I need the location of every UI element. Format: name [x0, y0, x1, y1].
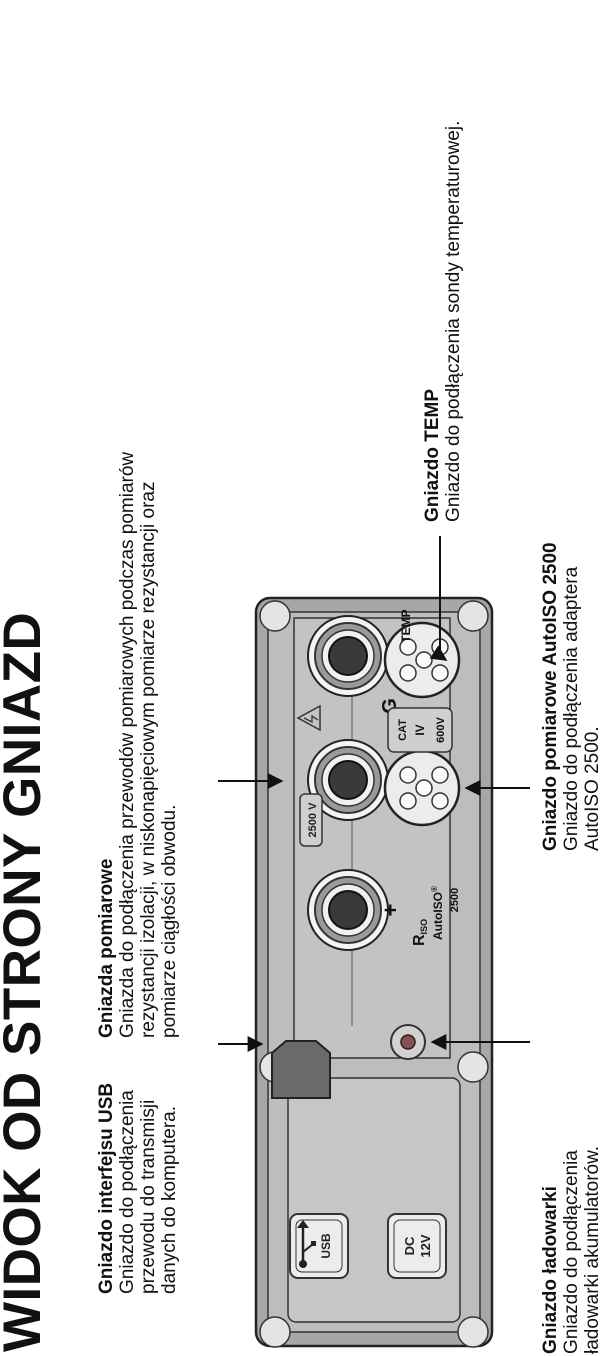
- cat-level: IV: [413, 724, 427, 735]
- plus-sign: +: [378, 904, 403, 917]
- usb-symbol-icon: [297, 1220, 316, 1268]
- screw-icon: [259, 1316, 291, 1348]
- autoiso-socket-value: 2500: [449, 888, 461, 912]
- dc-charger-jack: [390, 1024, 426, 1060]
- screw-icon: [259, 600, 291, 632]
- callout-arrow-temp: [429, 536, 448, 661]
- screw-icon: [457, 1051, 489, 1083]
- dc-badge-line1: DC: [402, 1236, 417, 1255]
- temp-socket-label: TEMP: [399, 609, 413, 642]
- voltage-plate: [299, 793, 323, 847]
- dc-badge: [387, 1213, 447, 1279]
- dc-badge-line2: 12V: [418, 1234, 433, 1257]
- temp-multipin-socket: [383, 621, 461, 699]
- screw-icon: [457, 600, 489, 632]
- measurement-socket-minus: [307, 739, 389, 821]
- measurement-socket-guard: [307, 615, 389, 697]
- cat-plate: [387, 707, 453, 753]
- cat-label: CAT: [397, 719, 409, 741]
- autoiso-multipin-socket: [383, 749, 461, 827]
- screw-icon: [457, 1316, 489, 1348]
- usb-dc-module: [287, 1077, 461, 1323]
- usb-badge-text: USB: [319, 1233, 333, 1259]
- measurement-socket-plus: [307, 869, 389, 951]
- usb-port: [271, 1040, 331, 1099]
- riso-label: RISO: [411, 919, 429, 946]
- cat-voltage: 600V: [435, 716, 447, 742]
- voltage-plate-text: 2500 V: [307, 802, 319, 838]
- autoiso-socket-label: AutoISO®: [430, 886, 445, 940]
- high-voltage-warning-icon: [296, 704, 321, 732]
